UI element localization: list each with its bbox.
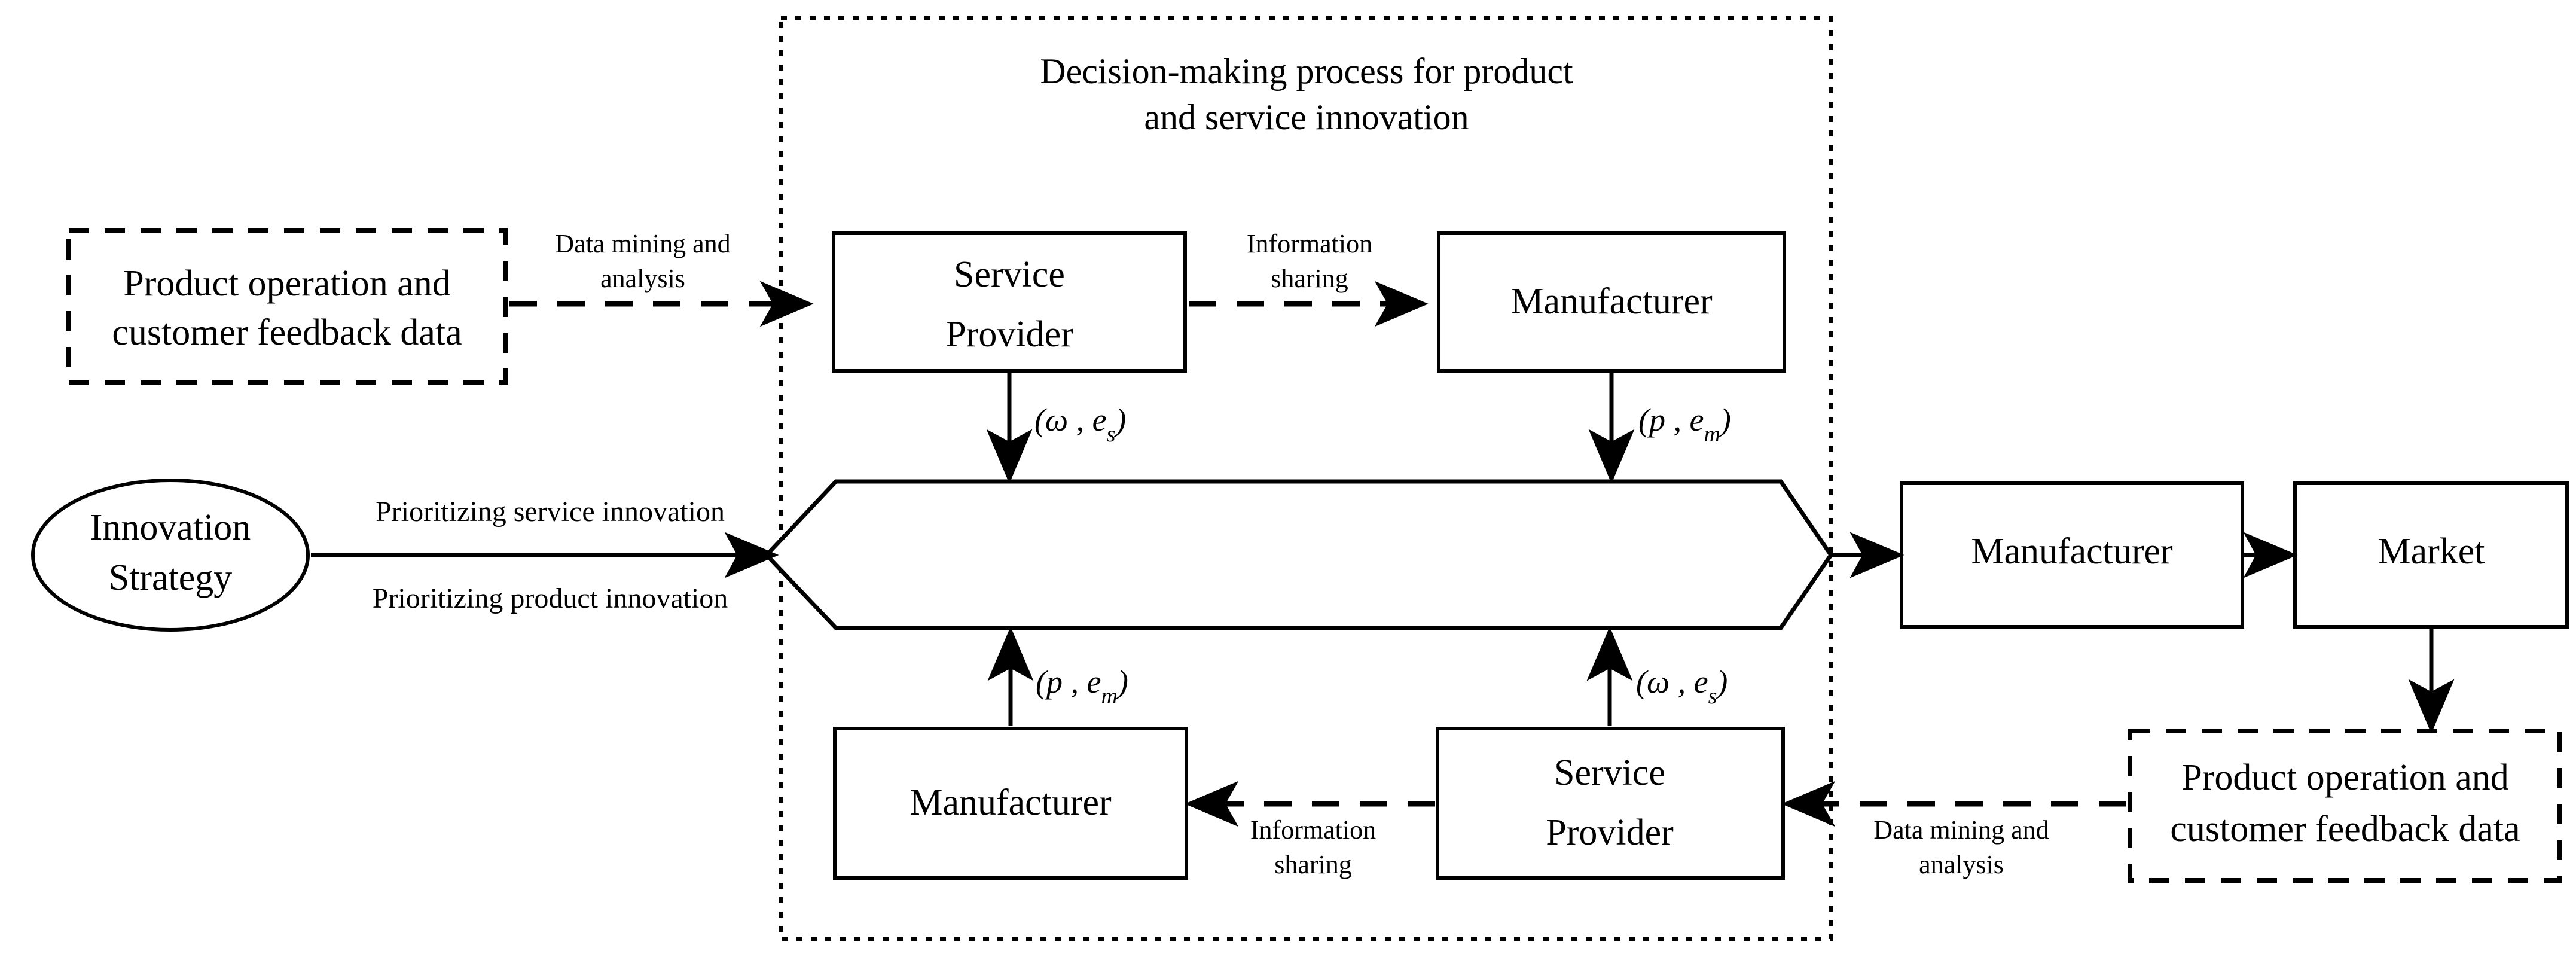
decision-hexagon[interactable]	[764, 479, 1834, 630]
data-mining-top-label-line2: analysis	[600, 264, 685, 293]
top-service-provider-box[interactable]	[832, 231, 1187, 373]
right-manufacturer-box[interactable]	[1900, 481, 2244, 629]
process-title-line2: and service innovation	[1144, 97, 1469, 137]
right-manufacturer-label: Manufacturer	[1971, 531, 2173, 572]
right-feedback-label-line1: Product operation and	[2181, 757, 2509, 798]
param-p-em-top: (p , em)	[1638, 402, 1731, 447]
data-mining-bottom-label-line1: Data mining and	[1873, 815, 2049, 845]
innovation-strategy-ellipse[interactable]	[31, 478, 310, 632]
info-sharing-top-label-line1: Information	[1247, 229, 1372, 258]
prioritizing-service-label: Prioritizing service innovation	[376, 496, 725, 528]
bottom-service-provider-box[interactable]	[1436, 727, 1785, 880]
right-feedback-box[interactable]	[2128, 729, 2562, 883]
bottom-service-provider-label-line2: Provider	[1546, 812, 1674, 853]
info-sharing-bottom-label-line1: Information	[1250, 815, 1376, 845]
process-boundary-rect	[779, 16, 1833, 941]
bottom-manufacturer-label: Manufacturer	[909, 782, 1112, 823]
data-mining-top-label-line1: Data mining and	[555, 229, 730, 258]
top-manufacturer-box[interactable]	[1437, 231, 1786, 373]
innovation-strategy-label-line1: Innovation	[90, 507, 251, 548]
bottom-service-provider-label-line1: Service	[1554, 752, 1665, 793]
top-service-provider-label-line2: Provider	[945, 314, 1073, 355]
top-manufacturer-label: Manufacturer	[1510, 281, 1713, 322]
right-feedback-label-line2: customer feedback data	[2170, 809, 2520, 849]
left-feedback-label-line1: Product operation and	[123, 263, 451, 304]
prioritizing-product-label: Prioritizing product innovation	[373, 583, 728, 614]
innovation-strategy-label-line2: Strategy	[109, 557, 233, 598]
data-mining-bottom-label-line2: analysis	[1919, 850, 2004, 879]
left-feedback-box[interactable]	[66, 228, 508, 385]
param-omega-es-bottom: (ω , es)	[1636, 664, 1727, 709]
param-p-em-bottom: (p , em)	[1036, 664, 1128, 709]
right-market-label: Market	[2377, 531, 2485, 572]
bottom-manufacturer-box[interactable]	[833, 727, 1188, 880]
info-sharing-top-label-line2: sharing	[1271, 264, 1348, 293]
info-sharing-bottom-label-line2: sharing	[1274, 850, 1352, 879]
top-service-provider-label-line1: Service	[954, 254, 1065, 295]
left-feedback-label-line2: customer feedback data	[112, 312, 462, 353]
process-title-line1: Decision-making process for product	[1040, 51, 1573, 91]
param-omega-es-top: (ω , es)	[1034, 402, 1126, 447]
